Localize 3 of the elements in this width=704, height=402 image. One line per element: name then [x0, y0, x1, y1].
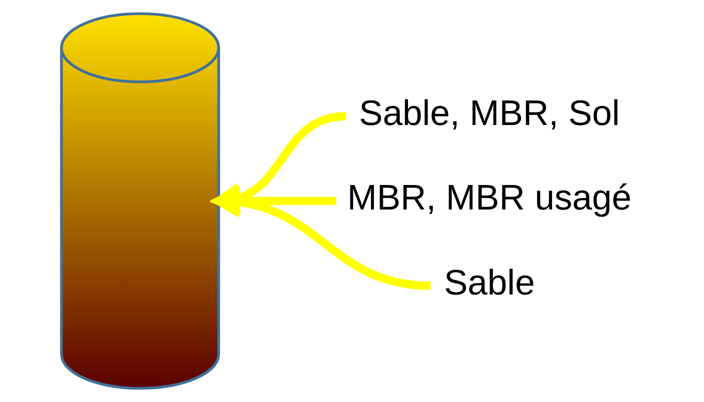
node-text: MBR, MBR usagé [347, 178, 632, 218]
node-text: Sable, MBR, Sol [359, 92, 620, 133]
node-text: Sable [444, 262, 535, 302]
